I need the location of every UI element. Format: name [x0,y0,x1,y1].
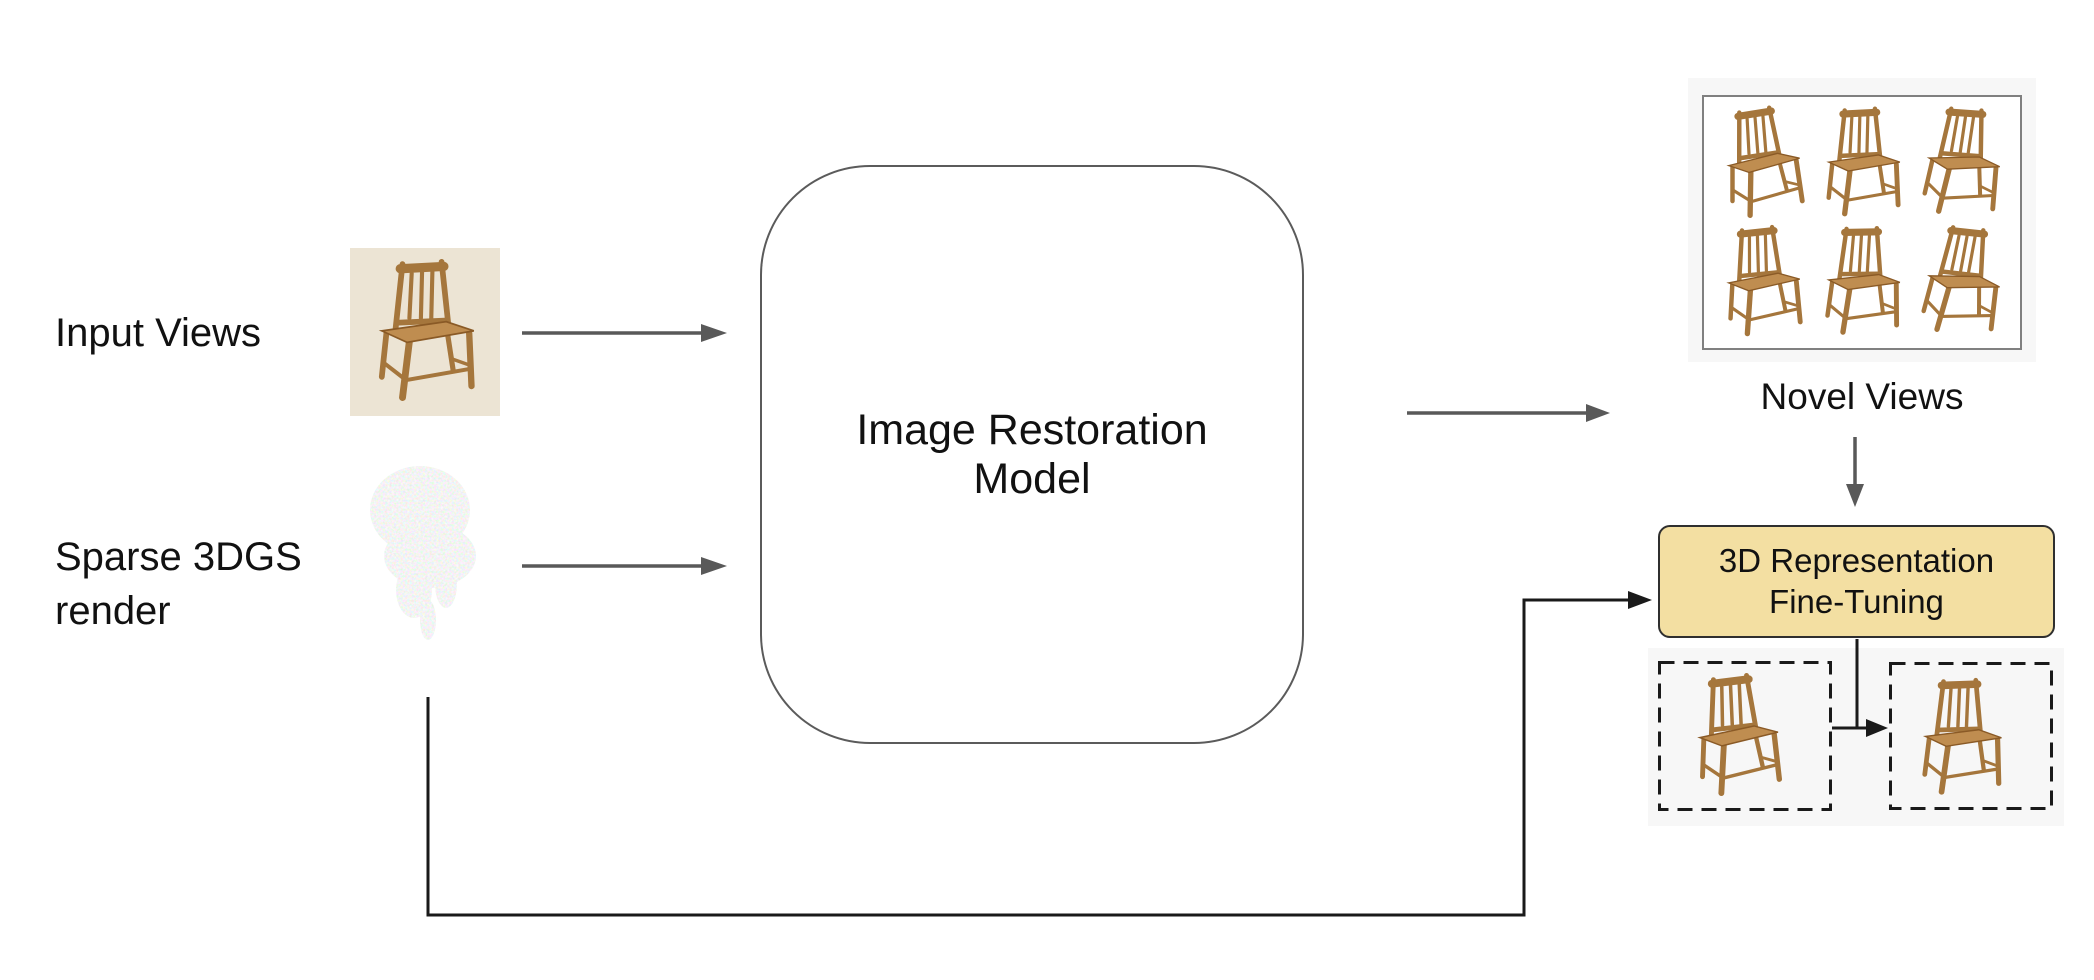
novel-view-chair-icon [1715,222,1810,342]
input-views-label: Input Views [55,311,262,355]
sparse-render-image [350,458,503,658]
input-view-image [350,248,500,416]
arrow-model-to-novel-views [1407,404,1610,422]
model-box-label: Image Restoration Model [856,406,1207,502]
arrow-render-to-model [522,557,727,575]
novel-views-label: Novel Views [1760,376,1964,417]
novel-view-chair-icon [1909,218,2015,346]
noise-splat-icon [350,458,503,658]
finetune-box-label-line1: 3D Representation [1718,542,1995,580]
sparse-render-label-line2: render [55,589,171,633]
chair-icon [368,257,483,407]
model-box-label-line1: Image Restoration [856,406,1208,455]
result-before-chair-icon [1684,669,1791,804]
arrow-input-to-model [522,324,727,342]
sparse-render-label-line1: Sparse 3DGS [55,535,302,579]
model-box-label-line2: Model [973,454,1091,503]
novel-view-chair-icon [1816,223,1909,342]
image-restoration-model-box: Image Restoration Model [760,165,1304,744]
novel-view-chair-icon [1818,105,1907,221]
result-after-chair-icon [1913,675,2010,801]
finetune-box: 3D Representation Fine-Tuning [1658,525,2055,638]
novel-views-grid [1702,95,2022,350]
novel-view-chair-icon [1911,100,2013,226]
finetune-box-label-line2: Fine-Tuning [1769,582,1944,620]
sparse-render-label: Sparse 3DGS render [55,530,302,638]
finetune-box-label: 3D Representation Fine-Tuning [1719,541,1994,622]
novel-view-chair-icon [1712,100,1813,225]
arrow-novel-views-to-finetune [1846,437,1864,507]
